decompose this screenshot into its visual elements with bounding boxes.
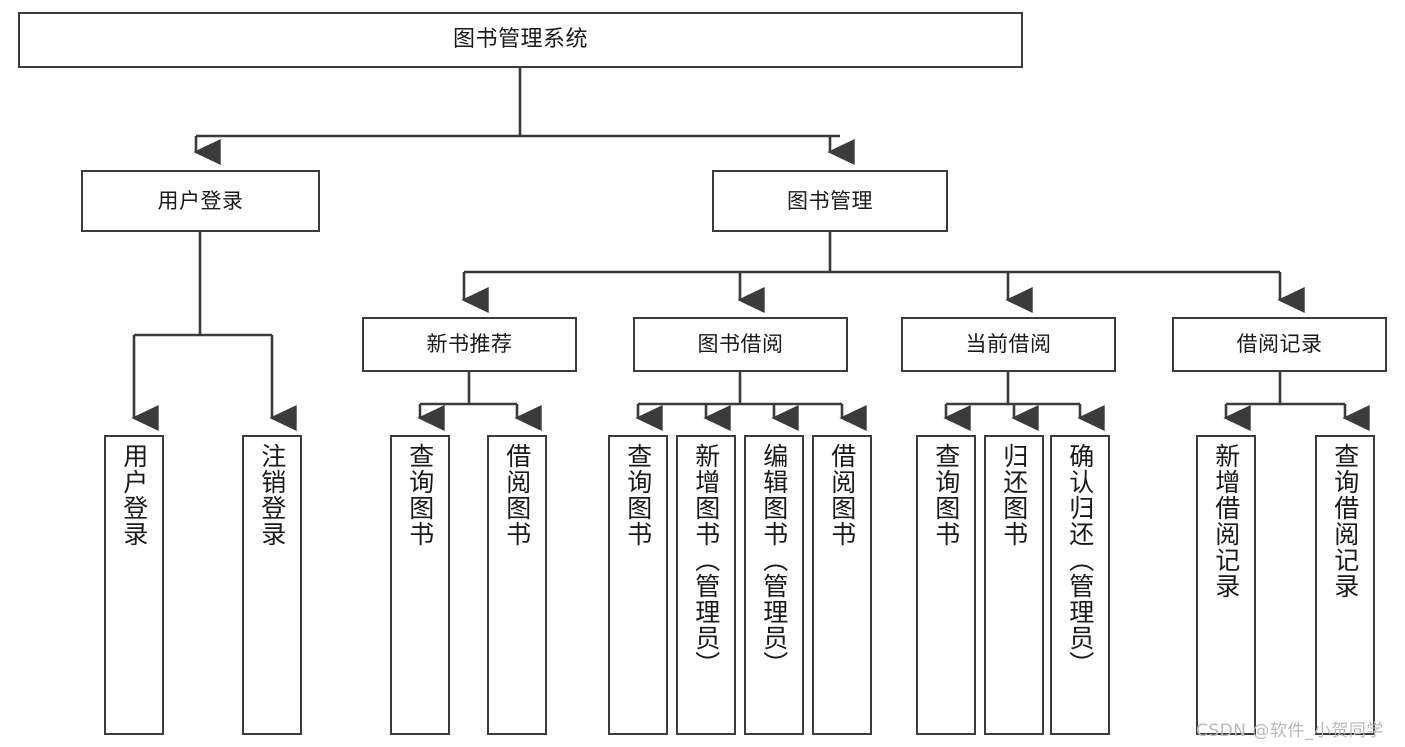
leaf-user-login-logout[interactable]: 注销登录: [242, 435, 302, 735]
node-new-book-recommend[interactable]: 新书推荐: [362, 317, 577, 372]
node-label: 图书管理: [787, 188, 873, 213]
node-user-login[interactable]: 用户登录: [81, 170, 320, 232]
node-label: 新增图书（管理员）: [691, 443, 721, 677]
node-label: 查询图书: [623, 443, 653, 547]
leaf-user-login-login[interactable]: 用户登录: [104, 435, 164, 735]
node-root-book-management-system[interactable]: 图书管理系统: [18, 12, 1023, 68]
leaf-borrow-record-query-record[interactable]: 查询借阅记录: [1315, 435, 1375, 735]
csdn-watermark: CSDN @软件_小贺同学: [1196, 721, 1384, 741]
node-label: 确认归还（管理员）: [1065, 443, 1095, 677]
node-label: 查询借阅记录: [1330, 443, 1360, 599]
leaf-current-borrow-return-book[interactable]: 归还图书: [984, 435, 1044, 735]
node-book-management[interactable]: 图书管理: [712, 170, 948, 232]
leaf-current-borrow-confirm-return-admin[interactable]: 确认归还（管理员）: [1050, 435, 1110, 735]
leaf-current-borrow-query-book[interactable]: 查询图书: [916, 435, 976, 735]
leaf-book-borrow-borrow-book[interactable]: 借阅图书: [812, 435, 872, 735]
node-label: 编辑图书（管理员）: [759, 443, 789, 677]
leaf-book-borrow-query-book[interactable]: 查询图书: [608, 435, 668, 735]
node-borrow-record[interactable]: 借阅记录: [1172, 317, 1387, 372]
node-label: 当前借阅: [965, 332, 1052, 357]
node-label: 新书推荐: [426, 332, 513, 357]
node-label: 查询图书: [931, 443, 961, 547]
leaf-borrow-record-add-record[interactable]: 新增借阅记录: [1196, 435, 1256, 735]
node-label: 借阅记录: [1236, 332, 1323, 357]
leaf-new-book-borrow-book[interactable]: 借阅图书: [487, 435, 547, 735]
node-label: 查询图书: [405, 443, 435, 547]
leaf-book-borrow-add-book-admin[interactable]: 新增图书（管理员）: [676, 435, 736, 735]
node-label: 借阅图书: [502, 443, 532, 547]
node-book-borrow[interactable]: 图书借阅: [633, 317, 848, 372]
node-label: 归还图书: [999, 443, 1029, 547]
node-label: 图书管理系统: [452, 27, 588, 53]
node-label: 图书借阅: [697, 332, 784, 357]
node-label: 用户登录: [119, 443, 149, 547]
node-label: 注销登录: [257, 443, 287, 547]
node-current-borrow[interactable]: 当前借阅: [901, 317, 1116, 372]
node-label: 借阅图书: [827, 443, 857, 547]
node-label: 新增借阅记录: [1211, 443, 1241, 599]
leaf-new-book-query-book[interactable]: 查询图书: [390, 435, 450, 735]
leaf-book-borrow-edit-book-admin[interactable]: 编辑图书（管理员）: [744, 435, 804, 735]
node-label: 用户登录: [157, 188, 244, 213]
